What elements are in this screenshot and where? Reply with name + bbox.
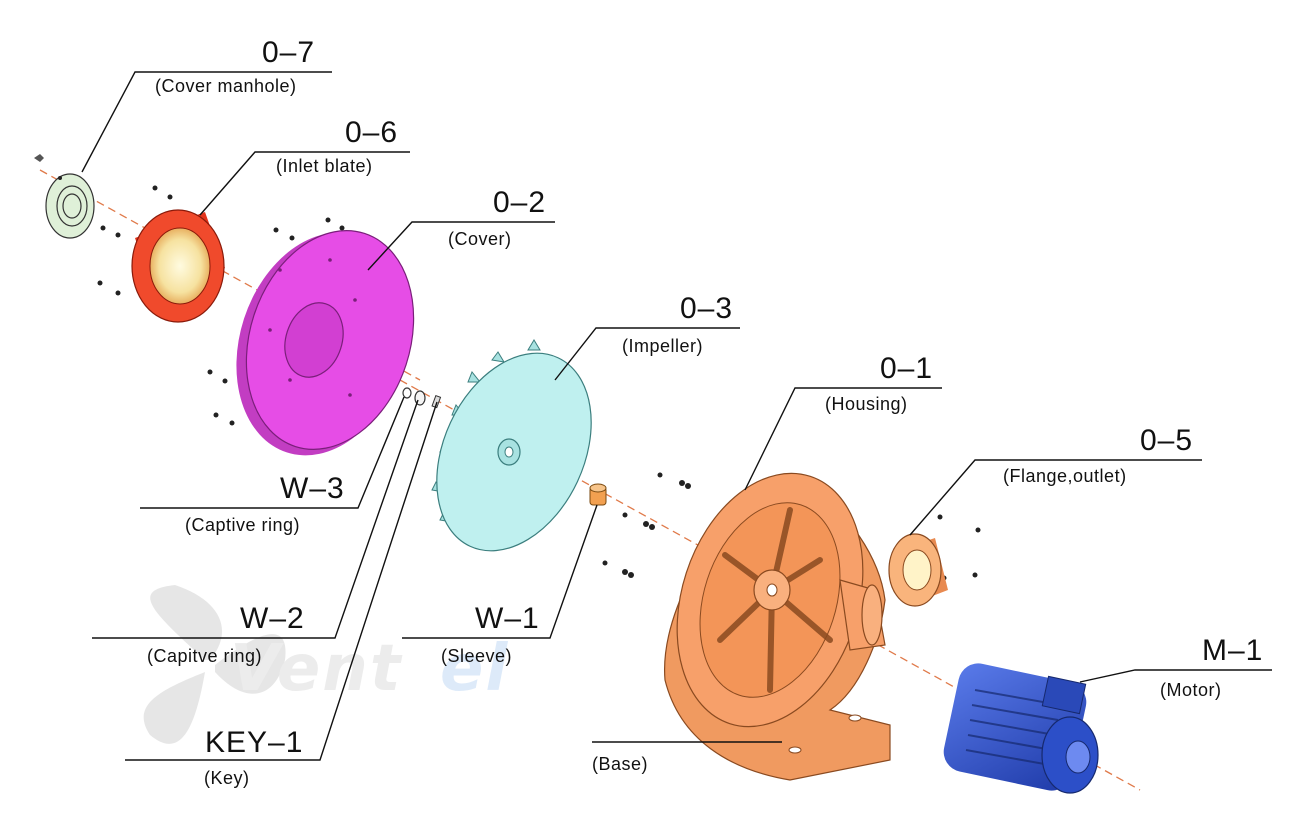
cover-code: 0–2 <box>493 186 546 219</box>
label-base: (Base) <box>592 754 648 774</box>
label-captive-ring-3: W–3 (Captive ring) <box>185 472 345 535</box>
label-motor: M–1 (Motor) <box>1160 634 1263 700</box>
captive-ring-3-name: (Captive ring) <box>185 515 300 535</box>
flange-outlet-code: 0–5 <box>1140 424 1193 457</box>
leader-lines <box>81 71 1272 761</box>
cover-manhole-part <box>34 154 95 239</box>
cover-manhole-code: 0–7 <box>262 36 315 69</box>
housing-code: 0–1 <box>880 352 933 385</box>
captive-ring-2-name: (Capitve ring) <box>147 646 262 666</box>
flange-outlet-part <box>888 533 948 607</box>
inlet-plate-part <box>131 209 225 323</box>
housing-name: (Housing) <box>825 394 908 414</box>
base-name: (Base) <box>592 754 648 774</box>
inlet-plate-code: 0–6 <box>345 116 398 149</box>
captive-rings <box>402 387 442 409</box>
label-sleeve: W–1 (Sleeve) <box>441 602 540 666</box>
impeller-name: (Impeller) <box>622 336 703 356</box>
label-flange-outlet: 0–5 (Flange,outlet) <box>1003 424 1193 486</box>
flange-outlet-name: (Flange,outlet) <box>1003 466 1127 486</box>
watermark-fan-icon <box>143 585 286 744</box>
watermark-text-right: el <box>440 632 509 706</box>
impeller-part <box>431 339 592 552</box>
inlet-plate-name: (Inlet blate) <box>276 156 373 176</box>
housing-part <box>663 472 891 781</box>
label-impeller: 0–3 (Impeller) <box>622 292 733 356</box>
label-captive-ring-2: W–2 (Capitve ring) <box>147 602 305 666</box>
watermark-text-left: Vent <box>230 632 403 706</box>
sleeve-name: (Sleeve) <box>441 646 512 666</box>
label-key: KEY–1 (Key) <box>204 726 303 788</box>
sleeve-code: W–1 <box>475 602 540 635</box>
captive-ring-2-code: W–2 <box>240 602 305 635</box>
label-inlet-plate: 0–6 (Inlet blate) <box>276 116 398 176</box>
sleeve-part <box>589 483 607 506</box>
cover-name: (Cover) <box>448 229 512 249</box>
motor-code: M–1 <box>1202 634 1263 667</box>
impeller-code: 0–3 <box>680 292 733 325</box>
label-housing: 0–1 (Housing) <box>825 352 933 414</box>
key-code: KEY–1 <box>205 726 303 759</box>
motor-name: (Motor) <box>1160 680 1222 700</box>
key-name: (Key) <box>204 768 250 788</box>
watermark: Vent el <box>143 585 509 744</box>
captive-ring-3-code: W–3 <box>280 472 345 505</box>
cover-part <box>236 230 415 456</box>
fasteners <box>58 176 981 581</box>
label-cover-manhole: 0–7 (Cover manhole) <box>155 36 315 96</box>
label-cover: 0–2 (Cover) <box>448 186 546 249</box>
cover-manhole-name: (Cover manhole) <box>155 76 297 96</box>
motor-part <box>943 663 1099 794</box>
